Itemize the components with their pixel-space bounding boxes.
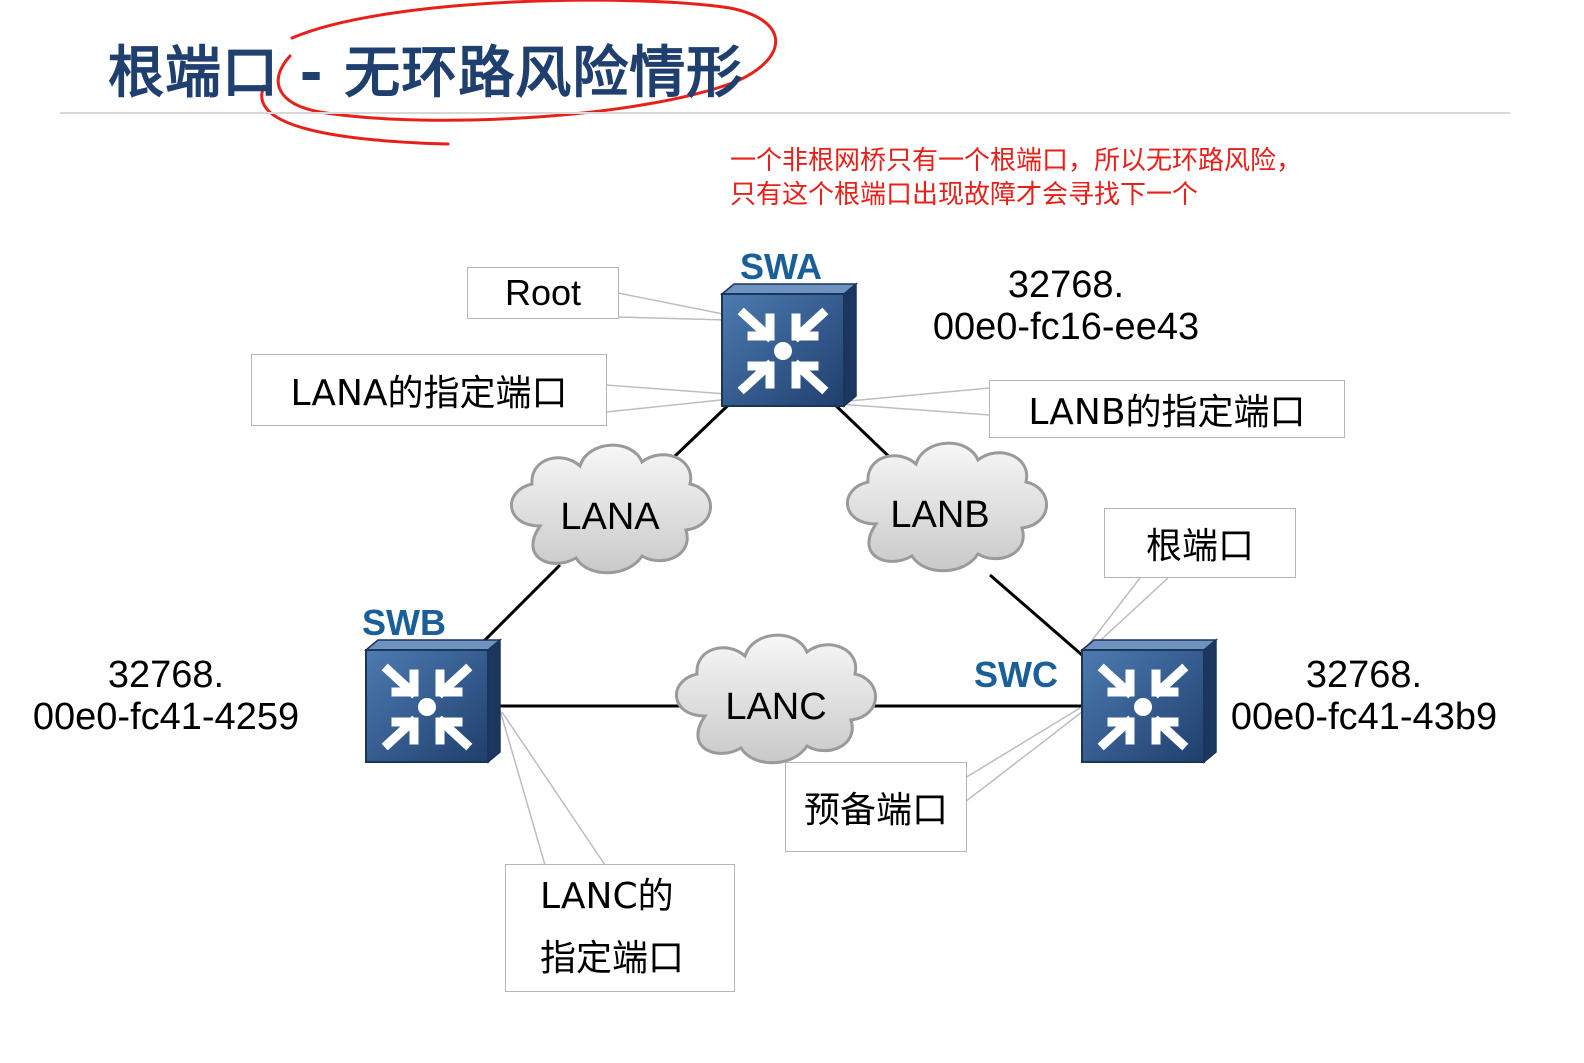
switch-icon: [1082, 640, 1216, 762]
annotation-note-line2: 只有这个根端口出现故障才会寻找下一个: [730, 180, 1199, 210]
bridge-mac-swa: 00e0-fc16-ee43: [932, 306, 1200, 348]
callout-lanc-line2: 指定端口: [540, 938, 685, 979]
switch-icon: [366, 640, 500, 762]
callout-lanc-line1: LANC的: [540, 876, 674, 917]
switch-name-swc: SWC: [974, 654, 1058, 695]
switch-icon: [722, 284, 856, 406]
bridge-mac-swb: 00e0-fc41-4259: [32, 696, 300, 738]
link-lanb-swc: [989, 573, 1083, 657]
callout-lanc-designated-port: LANC的 指定端口: [505, 864, 735, 992]
bridge-id-swa: 32768. 00e0-fc16-ee43: [916, 264, 1216, 348]
bridge-mac-swc: 00e0-fc41-43b9: [1230, 696, 1498, 738]
switch-name-swa: SWA: [740, 246, 823, 287]
title-divider: [60, 112, 1510, 114]
annotation-note-line1: 一个非根网桥只有一个根端口，所以无环路风险，: [730, 146, 1303, 176]
cloud-label-lanb: LANB: [890, 494, 990, 536]
annotation-note: 一个非根网桥只有一个根端口，所以无环路风险， 只有这个根端口出现故障才会寻找下一…: [730, 144, 1302, 212]
callout-root: Root: [467, 267, 619, 319]
callout-lanb-designated-port: LANB的指定端口: [989, 380, 1345, 438]
bridge-priority-swc: 32768.: [1305, 654, 1423, 696]
bridge-id-swb: 32768. 00e0-fc41-4259: [16, 654, 316, 738]
bridge-priority-swb: 32768.: [107, 654, 225, 696]
callout-lana-designated-port: LANA的指定端口: [251, 354, 607, 426]
callout-root-port: 根端口: [1104, 508, 1296, 578]
bridge-id-swc: 32768. 00e0-fc41-43b9: [1214, 654, 1514, 738]
callout-alternate-port: 预备端口: [785, 762, 967, 852]
switch-name-swb: SWB: [362, 602, 446, 643]
bridge-priority-swa: 32768.: [1007, 264, 1125, 306]
cloud-label-lanc: LANC: [725, 686, 827, 728]
annotation-circle: [260, 0, 778, 146]
cloud-label-lana: LANA: [560, 496, 660, 538]
page-title: 根端口 - 无环路风险情形: [108, 41, 744, 106]
